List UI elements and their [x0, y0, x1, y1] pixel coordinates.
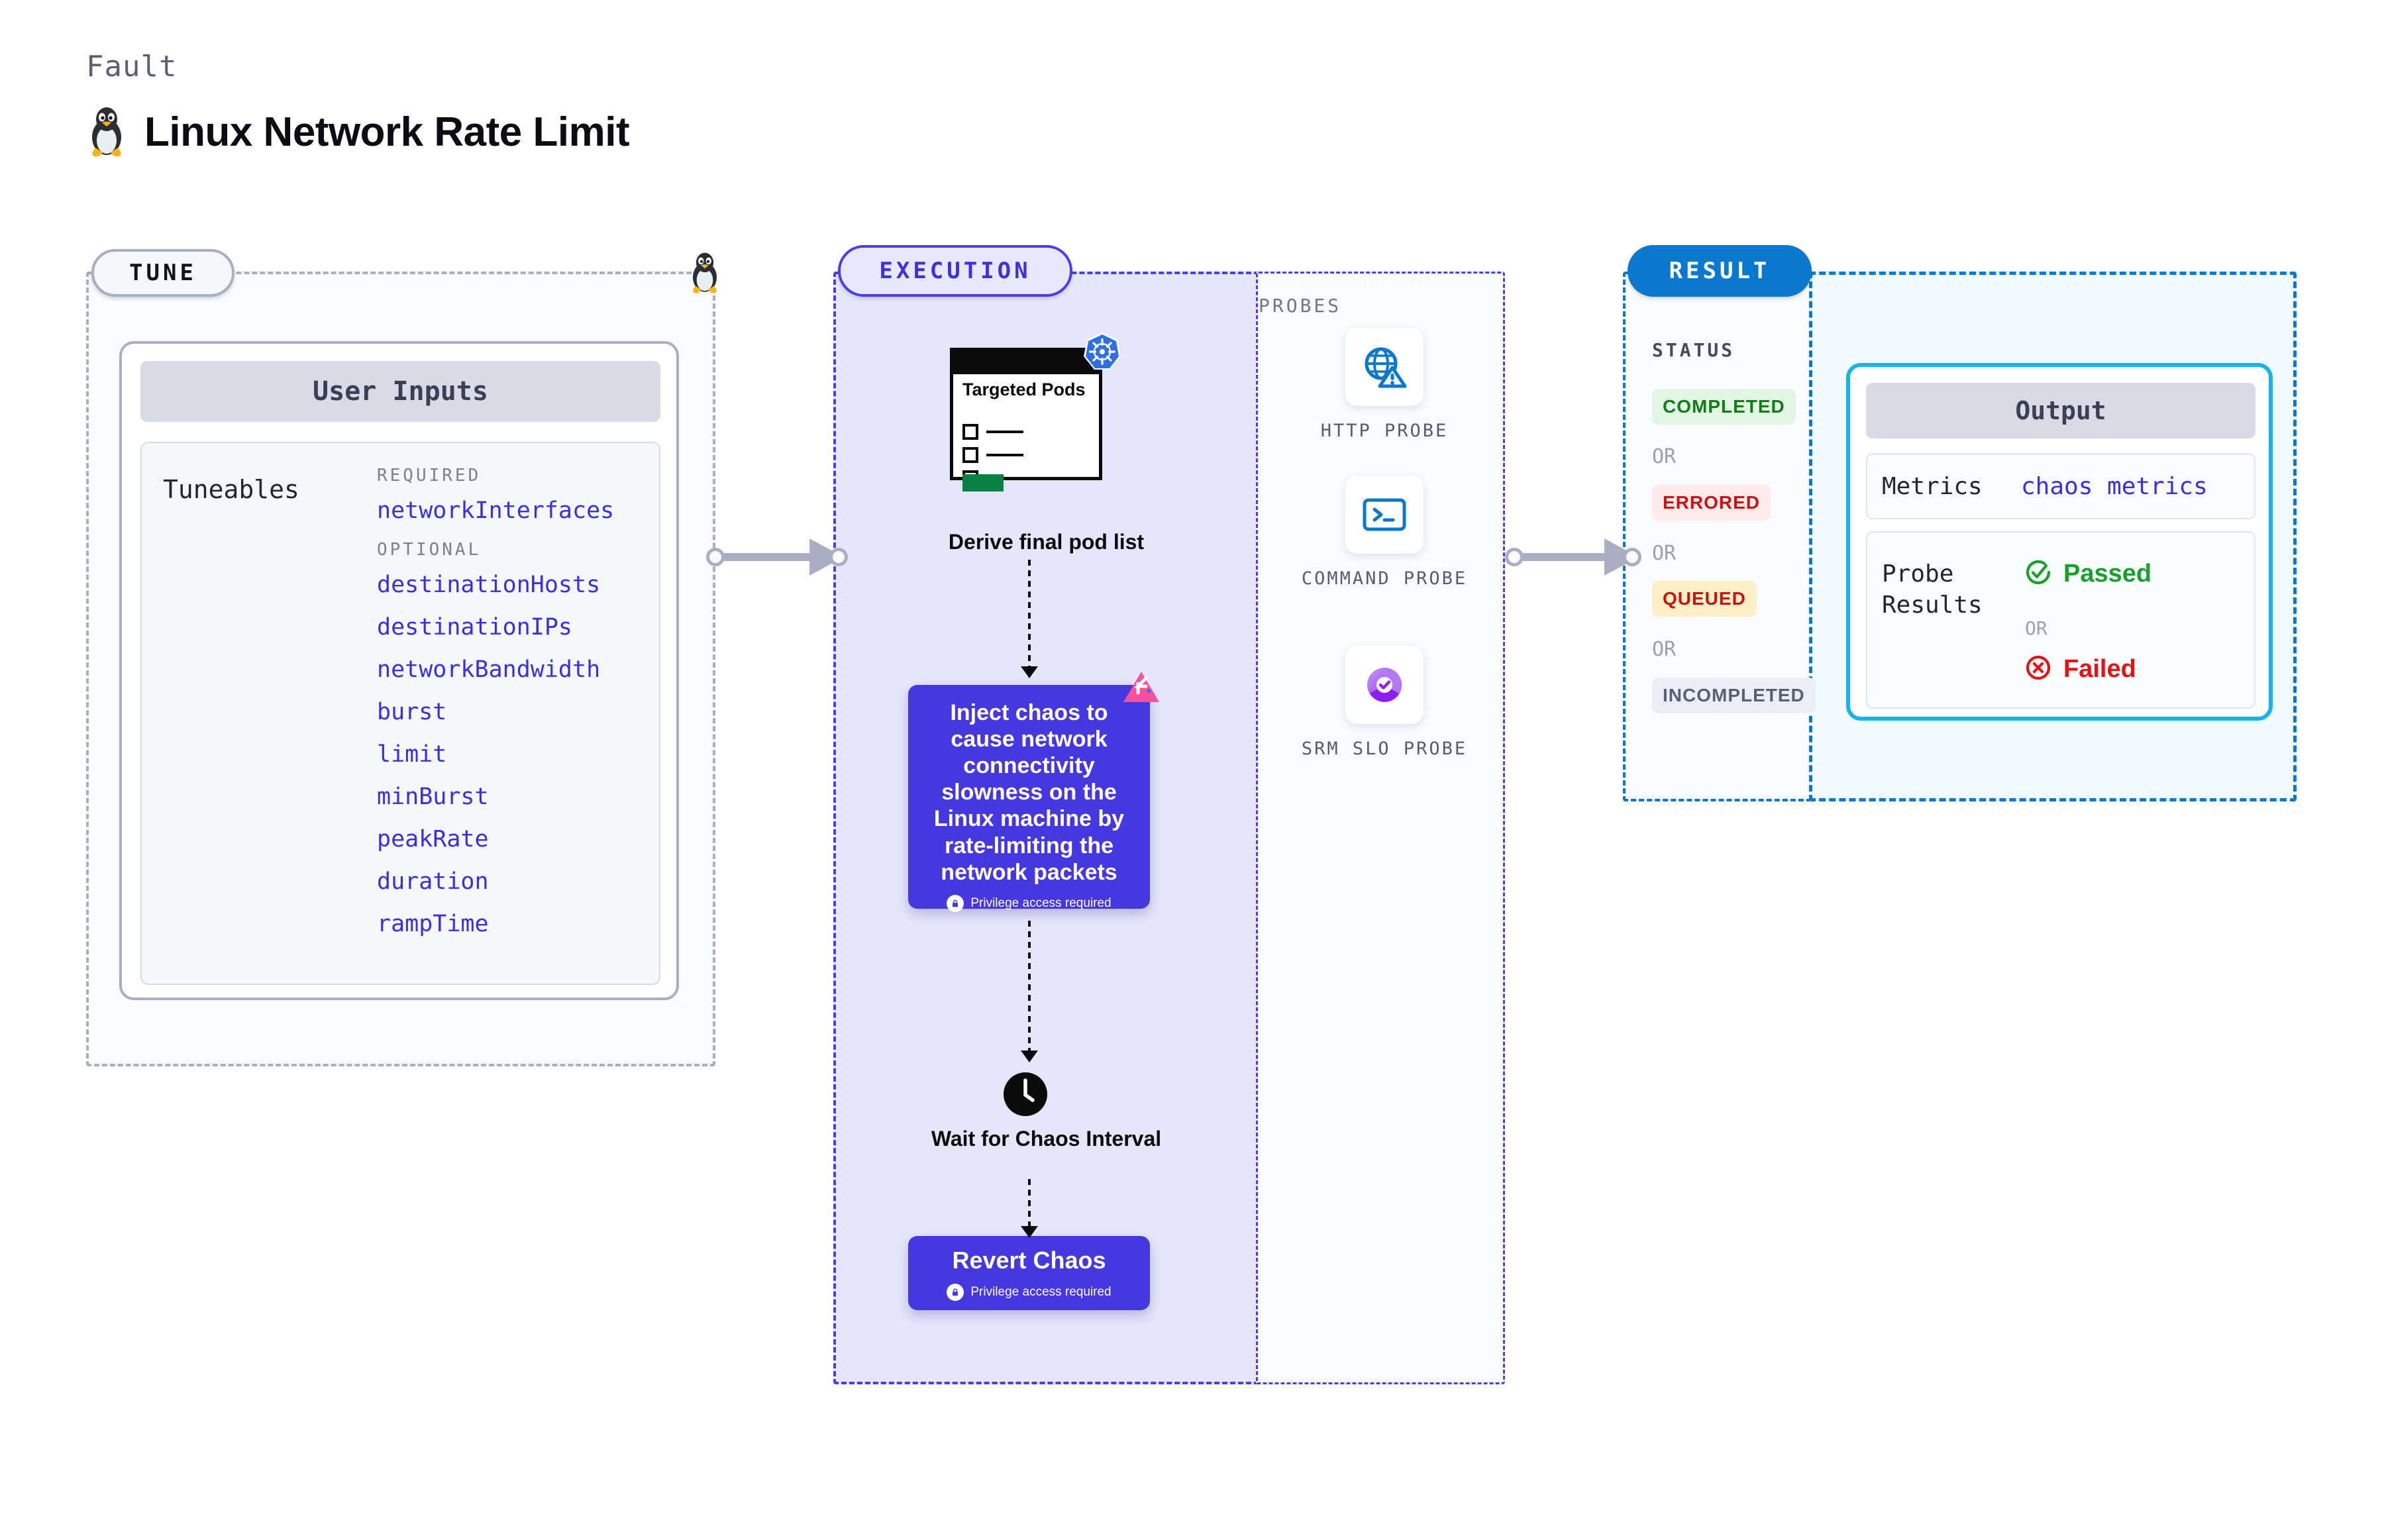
checkbox-icon	[962, 424, 978, 440]
privilege-note-text: Privilege access required	[970, 896, 1112, 910]
status-badge-queued: QUEUED	[1652, 581, 1757, 617]
probe-http[interactable]: HTTP PROBE	[1298, 328, 1471, 443]
flow-arrow-derive-to-chaos	[1021, 560, 1038, 678]
check-circle-icon	[2024, 558, 2053, 590]
result-section-pill[interactable]: RESULT	[1628, 245, 1812, 297]
probe-results-key: Probe Results	[1882, 560, 1983, 619]
probe-command-label: COMMAND PROBE	[1301, 568, 1468, 589]
terminal-icon	[1345, 476, 1424, 554]
tuneables-group-required-heading: REQUIRED	[377, 466, 482, 486]
page-title: Linux Network Rate Limit	[144, 109, 630, 155]
revert-chaos-card: Revert Chaos Privilege access required	[908, 1236, 1150, 1310]
status-badge-errored: ERRORED	[1652, 485, 1771, 521]
lock-icon	[947, 1284, 964, 1301]
privilege-note: Privilege access required	[908, 1284, 1150, 1301]
connector-dot	[1623, 548, 1641, 566]
inject-chaos-text: Inject chaos to cause network connectivi…	[933, 700, 1125, 885]
targeted-pods-title: Targeted Pods	[962, 380, 1086, 399]
user-inputs-card: User Inputs Tuneables REQUIRED networkIn…	[119, 341, 679, 1000]
connector-dot	[706, 548, 725, 566]
privilege-note-text: Privilege access required	[970, 1285, 1112, 1299]
connector-dot	[1505, 548, 1524, 566]
status-label: STATUS	[1652, 339, 1735, 361]
tuneable-item[interactable]: burst	[377, 699, 447, 725]
probes-label: PROBES	[1259, 295, 1342, 317]
tuneable-item[interactable]: rampTime	[377, 911, 489, 937]
tuneable-item[interactable]: networkBandwidth	[377, 656, 601, 683]
user-inputs-title: User Inputs	[140, 361, 660, 422]
or-separator: OR	[1652, 542, 1677, 565]
litmus-icon	[1122, 670, 1161, 705]
tuneables-label: Tuneables	[163, 475, 299, 504]
placeholder-line	[986, 431, 1023, 433]
probe-result-failed-label: Failed	[2063, 655, 2136, 683]
probe-result-passed: Passed	[2024, 558, 2151, 590]
probe-result-passed-label: Passed	[2063, 560, 2152, 588]
placeholder-line	[986, 477, 1023, 480]
probe-http-label: HTTP PROBE	[1320, 421, 1449, 441]
flow-arrow-wait-to-revert	[1021, 1179, 1038, 1238]
or-separator: OR	[2025, 617, 2047, 639]
fault-eyebrow-label: Fault	[86, 50, 178, 83]
output-title: Output	[1866, 383, 2255, 438]
probe-results-row: Probe Results Passed OR Failed	[1866, 531, 2255, 709]
targeted-pods-card: Targeted Pods	[950, 348, 1102, 491]
connector-tune-to-execution	[706, 533, 848, 580]
page-title-row: Linux Network Rate Limit	[86, 106, 630, 158]
output-card: Output Metrics chaos metrics Probe Resul…	[1846, 363, 2273, 721]
tuneable-item[interactable]: minBurst	[377, 784, 489, 810]
tuneables-box: Tuneables REQUIRED networkInterfaces OPT…	[140, 442, 660, 985]
tuneables-group-optional-heading: OPTIONAL	[377, 540, 482, 560]
metrics-row: Metrics chaos metrics	[1866, 453, 2255, 519]
pods-progress-bar	[962, 474, 1004, 491]
clock-icon	[1002, 1071, 1049, 1117]
status-badge-incompleted: INCOMPLETED	[1652, 678, 1816, 713]
metrics-value[interactable]: chaos metrics	[2021, 472, 2208, 500]
probe-command[interactable]: COMMAND PROBE	[1298, 476, 1471, 591]
connector-dot	[829, 548, 848, 566]
x-circle-icon	[2024, 653, 2053, 686]
slo-donut-check-icon	[1345, 646, 1424, 724]
probe-result-failed: Failed	[2024, 653, 2136, 686]
lock-icon	[947, 894, 964, 912]
wait-for-chaos-interval-label: Wait for Chaos Interval	[931, 1127, 1162, 1151]
metrics-key: Metrics	[1882, 472, 1983, 500]
kubernetes-icon	[1082, 331, 1123, 372]
revert-chaos-title: Revert Chaos	[952, 1247, 1106, 1274]
tuneable-item[interactable]: duration	[377, 868, 489, 895]
derive-pod-list-label: Derive final pod list	[948, 530, 1145, 554]
linux-tux-marker-icon	[688, 252, 722, 297]
pods-list-item	[962, 447, 1023, 463]
privilege-note: Privilege access required	[925, 894, 1133, 912]
globe-warning-icon	[1345, 328, 1424, 406]
linux-tux-icon	[86, 106, 127, 158]
probes-panel	[1256, 272, 1505, 1384]
probe-srm-slo[interactable]: SRM SLO PROBE	[1298, 646, 1471, 761]
tuneables-list: REQUIRED networkInterfaces OPTIONAL dest…	[377, 466, 642, 953]
flow-arrow-chaos-to-wait	[1021, 921, 1038, 1062]
tuneable-item[interactable]: peakRate	[377, 826, 489, 852]
probe-srm-slo-label: SRM SLO PROBE	[1301, 739, 1468, 759]
tune-section-pill[interactable]: TUNE	[91, 249, 234, 297]
checkbox-icon	[962, 447, 978, 463]
tuneable-item[interactable]: limit	[377, 741, 447, 768]
execution-section-pill[interactable]: EXECUTION	[838, 245, 1072, 297]
placeholder-line	[986, 454, 1023, 456]
tuneable-item[interactable]: destinationHosts	[377, 572, 601, 598]
tuneable-item[interactable]: networkInterfaces	[377, 497, 615, 524]
pods-card-titlebar	[950, 348, 1102, 374]
or-separator: OR	[1652, 638, 1677, 661]
or-separator: OR	[1652, 445, 1677, 468]
pods-list-item	[962, 424, 1023, 440]
connector-execution-to-result	[1505, 533, 1641, 580]
status-badge-completed: COMPLETED	[1652, 389, 1796, 425]
tuneable-item[interactable]: destinationIPs	[377, 614, 573, 641]
inject-chaos-card: Inject chaos to cause network connectivi…	[908, 685, 1150, 912]
